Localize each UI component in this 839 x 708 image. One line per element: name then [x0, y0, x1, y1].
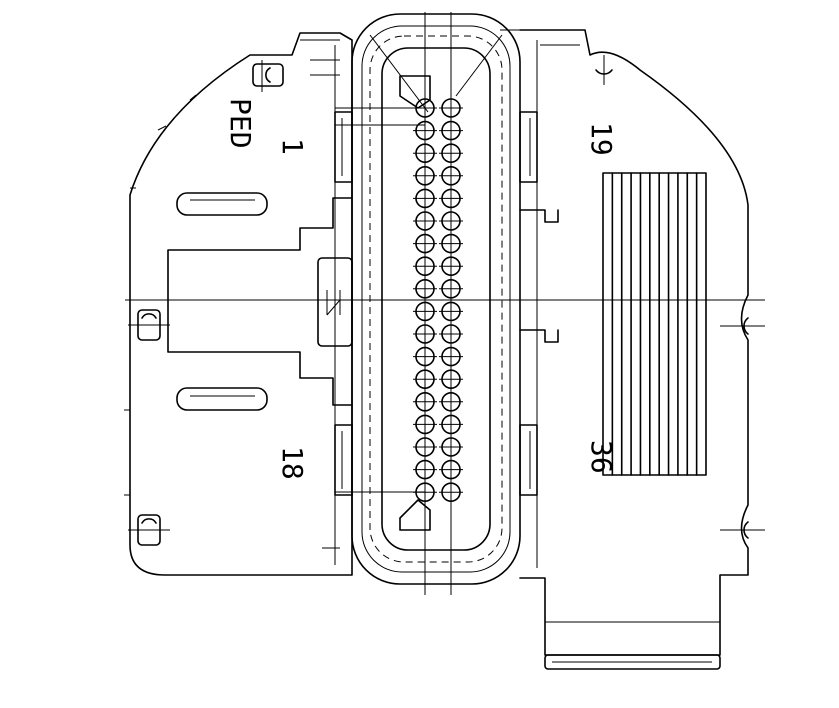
label-pin-19: 19	[585, 122, 618, 156]
label-pin-1: 1	[276, 138, 309, 155]
notch-upper	[519, 209, 559, 223]
mounting-lug-right-bottom	[720, 521, 765, 539]
left-housing-outline	[129, 32, 353, 576]
grip-frame	[602, 172, 707, 476]
label-ped: PED	[224, 98, 257, 149]
left-step-profile	[167, 197, 353, 406]
mounting-lug-right-top	[595, 55, 613, 85]
label-pin-18: 18	[276, 446, 309, 480]
left-edge-ticks	[124, 39, 340, 549]
grip-ribs	[602, 172, 707, 476]
slot-lower	[176, 387, 268, 411]
keying-tabs	[335, 34, 503, 531]
cable-outlet	[544, 621, 721, 670]
right-housing-outline	[519, 29, 749, 656]
label-pin-36: 36	[585, 440, 618, 474]
centerlines	[125, 12, 765, 595]
notch-lower	[519, 329, 559, 343]
pin-grid	[413, 98, 463, 503]
slot-upper	[176, 192, 268, 216]
mounting-lug-right-mid	[720, 317, 765, 335]
mounting-lug-top	[252, 60, 284, 92]
right-clips	[519, 111, 538, 496]
pin-carrier	[351, 13, 521, 585]
mounting-lug-mid	[128, 309, 170, 341]
mounting-lug-bottom	[128, 514, 170, 546]
